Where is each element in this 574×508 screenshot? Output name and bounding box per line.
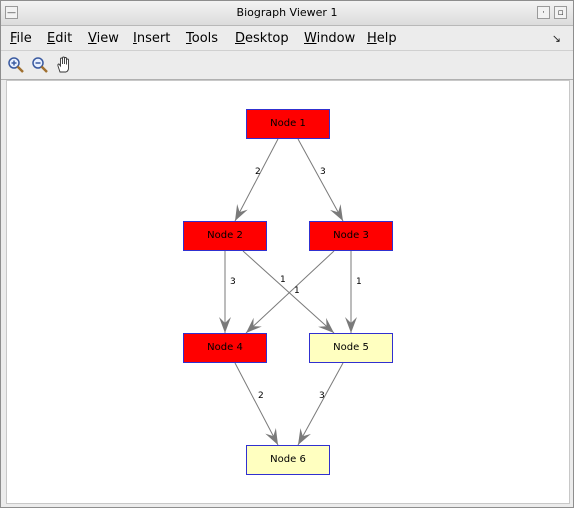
minimize-icon[interactable]: · xyxy=(537,6,550,19)
edge-node5-node6 xyxy=(297,362,344,446)
edge-arrowhead xyxy=(330,204,343,221)
menu-insert[interactable]: Insert xyxy=(133,31,171,46)
edge-arrowhead xyxy=(246,317,262,333)
edge-arrowhead xyxy=(219,317,231,333)
menu-window[interactable]: Window xyxy=(304,31,356,46)
window-title: Biograph Viewer 1 xyxy=(236,6,338,19)
edge-weight-label: 2 xyxy=(258,391,264,401)
node-1[interactable]: Node 1 xyxy=(246,109,330,139)
edge-weight-label: 1 xyxy=(356,277,362,287)
node-3[interactable]: Node 3 xyxy=(309,221,393,251)
zoom-out-icon[interactable] xyxy=(31,56,49,74)
maximize-icon[interactable]: ▫ xyxy=(554,6,567,19)
edge-arrowhead xyxy=(298,428,311,445)
edge-weight-label: 2 xyxy=(255,167,261,177)
window-menu-icon[interactable]: — xyxy=(5,6,18,19)
edge-arrowhead xyxy=(318,317,334,333)
title-bar[interactable]: — Biograph Viewer 1 · ▫ xyxy=(1,1,573,26)
menu-edit[interactable]: Edit xyxy=(47,31,73,46)
toolbar xyxy=(1,50,573,80)
edge-node4-node6 xyxy=(234,362,279,446)
menu-tools[interactable]: Tools xyxy=(186,31,219,46)
menu-bar: File Edit View Insert Tools Desktop Wind… xyxy=(1,26,573,50)
dock-arrow-icon[interactable]: ↘ xyxy=(551,32,561,45)
edge-arrowhead xyxy=(235,204,248,221)
menu-desktop[interactable]: Desktop xyxy=(235,31,289,46)
edge-arrowhead xyxy=(345,317,357,333)
pan-hand-icon[interactable] xyxy=(55,56,73,74)
menu-help[interactable]: Help xyxy=(367,31,397,46)
edge-weight-label: 3 xyxy=(230,277,236,287)
edge-weight-label: 3 xyxy=(320,167,326,177)
edge-node1-node2 xyxy=(234,138,279,222)
edge-arrowhead xyxy=(265,428,278,445)
edge-node1-node3 xyxy=(297,138,344,222)
edge-weight-label: 1 xyxy=(280,275,286,285)
node-6[interactable]: Node 6 xyxy=(246,445,330,475)
node-4[interactable]: Node 4 xyxy=(183,333,267,363)
edge-weight-label: 3 xyxy=(319,391,325,401)
node-5[interactable]: Node 5 xyxy=(309,333,393,363)
node-2[interactable]: Node 2 xyxy=(183,221,267,251)
menu-view[interactable]: View xyxy=(88,31,119,46)
edge-weight-label: 1 xyxy=(294,286,300,296)
menu-file[interactable]: File xyxy=(10,31,32,46)
edge-node2-node5 xyxy=(242,250,335,334)
edge-node3-node4 xyxy=(245,250,335,334)
zoom-in-icon[interactable] xyxy=(7,56,25,74)
